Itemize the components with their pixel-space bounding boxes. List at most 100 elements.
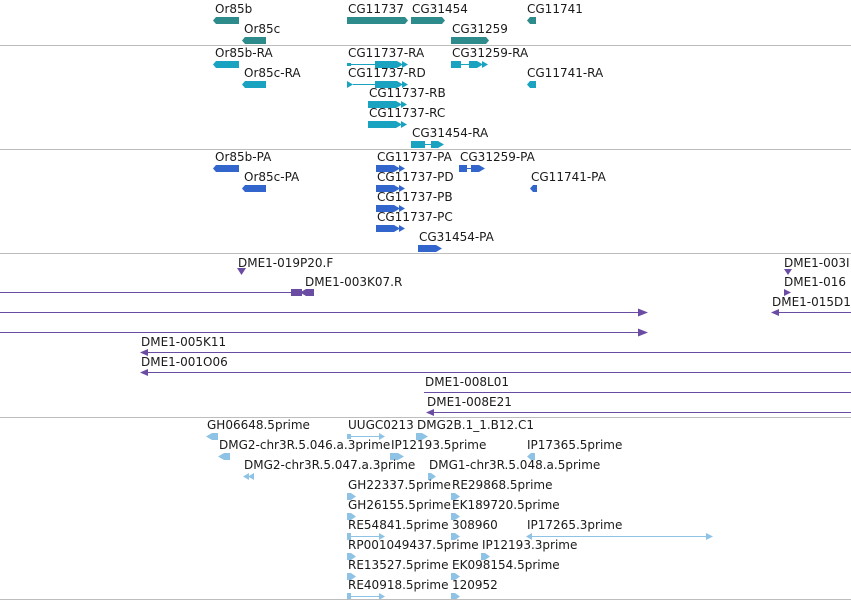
- est-glyph[interactable]: [451, 532, 461, 541]
- transcript-cg11741-ra[interactable]: [527, 81, 536, 88]
- protein-cg11737-pa[interactable]: [376, 164, 408, 173]
- est-glyph[interactable]: [451, 592, 461, 601]
- est-glyph[interactable]: [451, 512, 461, 521]
- transcript-cg11737-rc[interactable]: [368, 120, 410, 129]
- protein-cg11741-pa[interactable]: [530, 185, 537, 192]
- est-label: RE54841.5prime: [348, 518, 449, 532]
- transcript-or85c-ra[interactable]: [242, 81, 266, 88]
- est-label: IP17265.3prime: [527, 518, 623, 532]
- track-transcripts: Or85b-RA Or85c-RA CG11737-RA CG11737-RD …: [0, 46, 851, 150]
- transcript-label-or85c-ra: Or85c-RA: [244, 66, 301, 80]
- transcript-cg11737-ra[interactable]: [347, 60, 409, 69]
- gene-or85b[interactable]: [213, 17, 239, 24]
- track-divider: [0, 45, 851, 46]
- clone-dme1-015d1[interactable]: [771, 308, 851, 317]
- protein-label-cg11741-pa: CG11741-PA: [531, 170, 606, 184]
- clone-label-dme1-015d1: DME1-015D1: [772, 295, 851, 309]
- clone-label-dme1-008e21: DME1-008E21: [427, 395, 512, 409]
- est-label: IP12193.5prime: [391, 438, 487, 452]
- est-glyph[interactable]: [243, 472, 255, 481]
- est-label: GH22337.5prime: [348, 478, 451, 492]
- transcript-label-cg31259-ra: CG31259-RA: [452, 46, 529, 60]
- transcript-or85b-ra[interactable]: [213, 61, 239, 68]
- track-divider: [0, 417, 851, 418]
- est-label: EK189720.5prime: [452, 498, 560, 512]
- est-glyph[interactable]: [451, 572, 461, 581]
- protein-cg31454-pa[interactable]: [418, 244, 444, 253]
- clone-dme1-001o06[interactable]: [140, 368, 851, 377]
- est-label: 308960: [452, 518, 498, 532]
- clone-line-1[interactable]: [0, 308, 650, 317]
- gene-label-cg31259: CG31259: [452, 22, 508, 36]
- protein-label-or85c-pa: Or85c-PA: [244, 170, 300, 184]
- clone-dme1-008e21[interactable]: [426, 408, 851, 417]
- est-label: DMG2-chr3R.5.047.a.3prime: [244, 458, 416, 472]
- track-genes: Or85b Or85c CG11737 CG31454 CG31259 CG11…: [0, 0, 851, 45]
- clone-label-dme1-019p20f: DME1-019P20.F: [238, 256, 334, 270]
- est-label: RE40918.5prime: [348, 578, 449, 592]
- gene-cg11737[interactable]: [347, 17, 408, 24]
- est-glyph[interactable]: [347, 432, 387, 441]
- transcript-label-cg11741-ra: CG11741-RA: [527, 66, 604, 80]
- est-label: RE13527.5prime: [348, 558, 449, 572]
- transcript-cg11737-rb[interactable]: [368, 100, 410, 109]
- gene-cg11741[interactable]: [527, 17, 536, 24]
- est-label: RE29868.5prime: [452, 478, 553, 492]
- transcript-cg11737-rd[interactable]: [347, 80, 409, 89]
- est-glyph[interactable]: [347, 552, 357, 561]
- est-label: DMG2B.1_1.B12.C1: [417, 418, 534, 432]
- est-glyph[interactable]: [347, 572, 357, 581]
- est-glyph[interactable]: [451, 492, 461, 501]
- clone-label-dme1-003k07r: DME1-003K07.R: [305, 275, 403, 289]
- est-glyph[interactable]: [347, 532, 387, 541]
- est-label: UUGC0213: [348, 418, 414, 432]
- gene-cg31454[interactable]: [411, 17, 445, 24]
- est-label: DMG2-chr3R.5.046.a.3prime: [219, 438, 391, 452]
- clone-label-dme1-003i: DME1-003I: [784, 256, 850, 270]
- est-glyph[interactable]: [218, 452, 230, 461]
- clone-dme1-005k11[interactable]: [140, 348, 851, 357]
- protein-or85b-pa[interactable]: [213, 165, 239, 172]
- est-label: DMG1-chr3R.5.048.a.5prime: [429, 458, 601, 472]
- est-glyph[interactable]: [347, 592, 387, 601]
- transcript-cg31259-ra[interactable]: [451, 60, 491, 69]
- transcript-label-or85b-ra: Or85b-RA: [215, 46, 273, 60]
- est-glyph[interactable]: [428, 472, 436, 481]
- est-glyph[interactable]: [390, 452, 404, 461]
- est-glyph[interactable]: [347, 492, 357, 501]
- protein-cg31259-pa[interactable]: [459, 164, 489, 173]
- gene-or85c[interactable]: [242, 37, 266, 44]
- clone-dme1-019p20f[interactable]: [237, 268, 246, 276]
- transcript-cg31454-ra[interactable]: [411, 140, 447, 149]
- clone-dme1-016[interactable]: [784, 288, 792, 296]
- clone-line-2[interactable]: [0, 328, 650, 337]
- clone-dme1-003k07r[interactable]: [0, 288, 316, 297]
- protein-or85c-pa[interactable]: [242, 185, 266, 192]
- est-label: EK098154.5prime: [452, 558, 560, 572]
- protein-cg11737-pc[interactable]: [376, 224, 408, 233]
- protein-label-cg11737-pa: CG11737-PA: [377, 150, 452, 164]
- protein-label-cg31454-pa: CG31454-PA: [419, 230, 494, 244]
- gene-cg31259[interactable]: [451, 37, 489, 44]
- est-glyph[interactable]: [206, 432, 218, 441]
- track-divider: [0, 599, 851, 600]
- est-glyph[interactable]: [347, 512, 357, 521]
- est-glyph[interactable]: [416, 432, 430, 441]
- est-glyph[interactable]: [526, 532, 716, 541]
- clone-dme1-003i[interactable]: [784, 269, 792, 276]
- est-glyph[interactable]: [481, 552, 491, 561]
- gene-label-or85c: Or85c: [244, 22, 281, 36]
- est-label: IP17365.5prime: [527, 438, 623, 452]
- protein-cg11737-pd[interactable]: [376, 184, 408, 193]
- track-ests: GH06648.5prime UUGC0213 DMG2B.1_1.B12.C1…: [0, 418, 851, 601]
- protein-label-or85b-pa: Or85b-PA: [215, 150, 272, 164]
- protein-cg11737-pb[interactable]: [376, 204, 408, 213]
- est-glyph[interactable]: [527, 452, 536, 461]
- track-divider: [0, 253, 851, 254]
- gene-label-or85b: Or85b: [215, 2, 253, 16]
- clone-label-dme1-008l01: DME1-008L01: [425, 375, 509, 389]
- clone-dme1-008l01[interactable]: [424, 388, 851, 397]
- clone-label-dme1-016: DME1-016: [784, 275, 847, 289]
- transcript-label-cg11737-rc: CG11737-RC: [369, 106, 446, 120]
